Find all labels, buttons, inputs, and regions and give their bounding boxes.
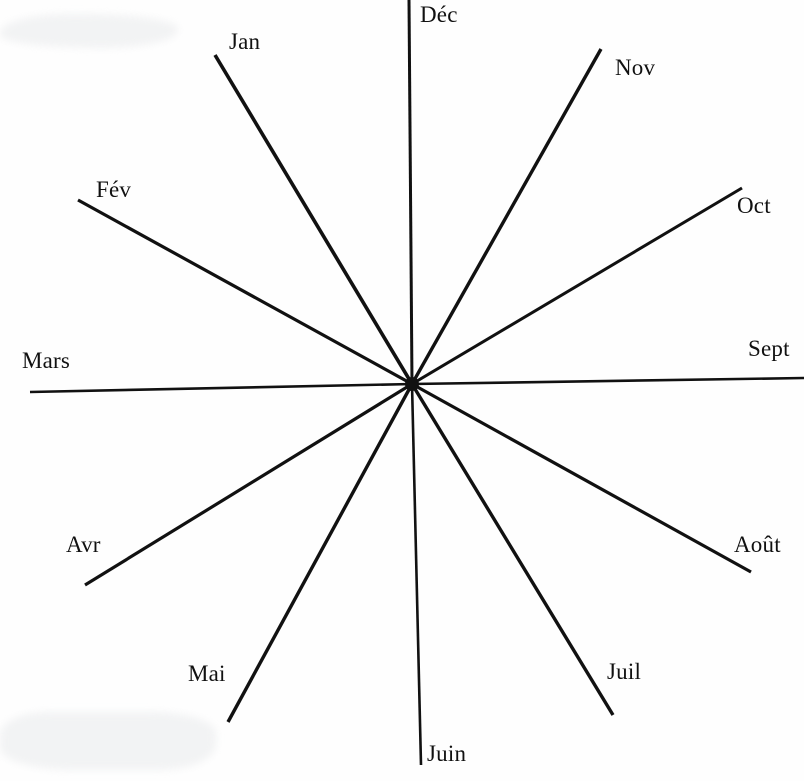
month-label-mars: Mars [22, 348, 71, 373]
month-label-sept: Sept [748, 336, 790, 361]
month-label-aot: Août [734, 532, 781, 557]
ray-group [29, 0, 804, 766]
ray-line-juin [410, 383, 423, 766]
month-label-avr: Avr [66, 532, 101, 557]
month-label-nov: Nov [615, 55, 656, 80]
ray-line-jan [213, 54, 414, 385]
ray-line-fv [77, 198, 413, 386]
ray-line-mars [29, 382, 413, 394]
ray-line-aot [411, 382, 752, 574]
month-label-dc: Déc [420, 2, 458, 27]
ray-line-avr [84, 382, 413, 587]
month-label-fv: Fév [96, 177, 132, 202]
month-label-juin: Juin [427, 741, 467, 766]
ray-line-dc [407, 0, 414, 385]
center-hub [405, 377, 419, 391]
ray-line-oct [411, 186, 743, 386]
month-label-jan: Jan [229, 29, 261, 54]
month-label-juil: Juil [607, 659, 642, 684]
ray-line-nov [410, 48, 603, 385]
ray-line-sept [411, 376, 804, 386]
ray-line-juil [410, 383, 615, 716]
month-label-mai: Mai [188, 661, 226, 686]
ray-line-mai [226, 383, 414, 723]
month-label-oct: Oct [737, 193, 771, 218]
